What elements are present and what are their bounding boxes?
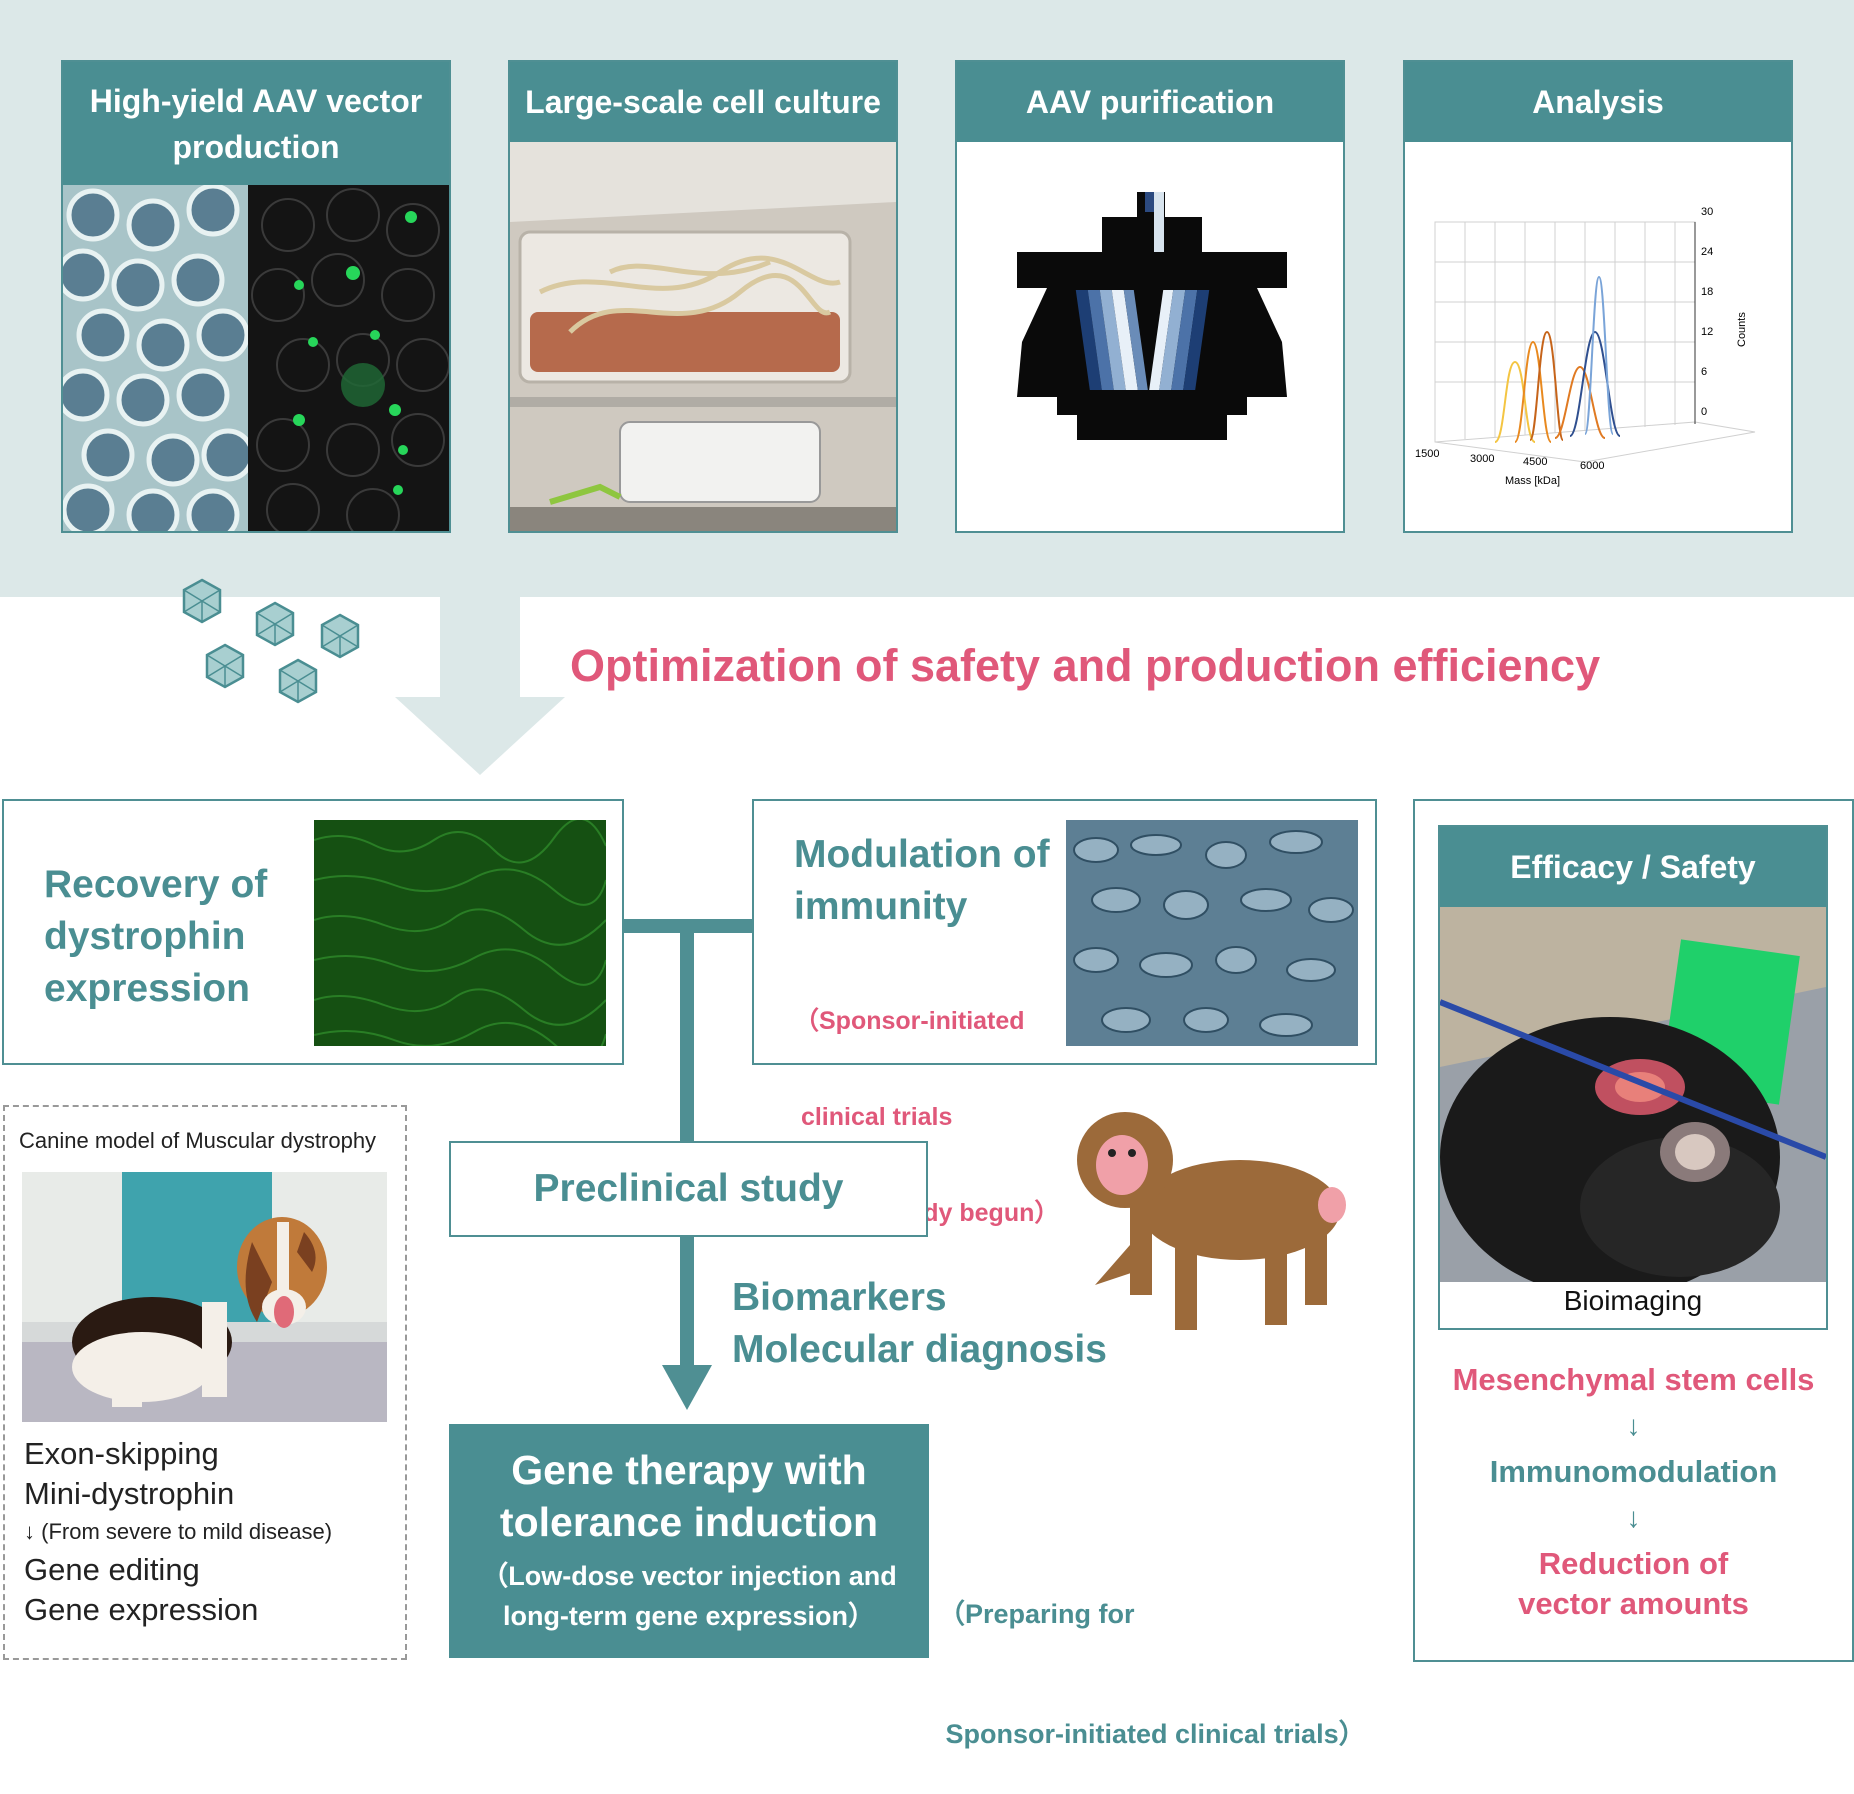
gene-therapy-subtitle: （Low-dose vector injection and long-term… — [449, 1556, 929, 1636]
text-line: tolerance induction — [499, 1499, 879, 1545]
canine-model-box — [3, 1105, 407, 1660]
arrow-head — [662, 1365, 712, 1410]
card-title: High-yield AAV vector production — [63, 62, 449, 185]
efficacy-card: Efficacy / Safety Bioimaging — [1438, 825, 1828, 1330]
y-tick: 0 — [1701, 406, 1707, 418]
flow-step: Mesenchymal stem cells — [1452, 1362, 1815, 1397]
text-line: clinical trials — [794, 1103, 953, 1131]
bioimaging-caption: Bioimaging — [1563, 1285, 1703, 1316]
cell-microscopy-image — [63, 185, 449, 531]
text-line: long-term gene expression） — [502, 1601, 876, 1631]
flow-step: vector amounts — [1518, 1586, 1749, 1621]
text-line: （Sponsor-initiated — [794, 1007, 1025, 1035]
text-line: Molecular diagnosis — [732, 1328, 1107, 1371]
flow-step: Immunomodulation — [1489, 1454, 1778, 1489]
x-tick: 6000 — [1580, 460, 1604, 472]
dystrophin-box: Recovery of dystrophin expression — [2, 799, 624, 1065]
card-title: AAV purification — [957, 62, 1343, 142]
text-line: dystrophin — [44, 915, 246, 958]
text-line: Gene therapy with — [511, 1447, 867, 1493]
mesenchymal-cell-image — [1066, 820, 1358, 1046]
text-line: Biomarkers — [732, 1276, 947, 1319]
y-tick: 18 — [1701, 286, 1713, 298]
card-title: Large-scale cell culture — [510, 62, 896, 142]
optimization-heading: Optimization of safety and production ef… — [570, 640, 1601, 691]
y-tick: 24 — [1701, 246, 1713, 258]
card-aav-purification: AAV purification — [955, 60, 1345, 533]
card-aav-production: High-yield AAV vector production — [61, 60, 451, 533]
down-arrow — [395, 597, 565, 777]
text-line: Sponsor-initiated clinical trials） — [938, 1719, 1366, 1749]
therapy-line: Mini-dystrophin — [24, 1476, 235, 1511]
flow-arrow: ↓ — [1626, 1410, 1641, 1441]
preparing-note: （Preparing for Sponsor-initiated clinica… — [938, 1514, 1366, 1794]
aav-capsid-icons — [170, 575, 370, 715]
card-analysis: Analysis 30 24 — [1403, 60, 1793, 533]
y-tick: 6 — [1701, 366, 1707, 378]
canine-caption: Canine model of Muscular dystrophy — [19, 1128, 377, 1153]
x-axis-label: Mass [kDa] — [1505, 475, 1560, 487]
text-line: expression — [44, 967, 250, 1010]
canine-therapies: Exon-skipping Mini-dystrophin ↓ (From se… — [24, 1434, 332, 1630]
dystrophin-text: Recovery of dystrophin expression — [44, 859, 267, 1015]
y-tick: 30 — [1701, 206, 1713, 218]
therapy-line: Exon-skipping — [24, 1436, 219, 1471]
dystrophin-fluorescence-image — [314, 820, 606, 1046]
bioreactor-photo — [510, 142, 896, 531]
therapy-line: Gene expression — [24, 1592, 259, 1627]
arrow-shaft — [680, 1237, 694, 1367]
x-tick: 4500 — [1523, 456, 1547, 468]
text-line: （Low-dose vector injection and — [481, 1561, 897, 1591]
efficacy-title: Efficacy / Safety — [1440, 827, 1826, 907]
biomarkers-text: Biomarkers Molecular diagnosis — [732, 1272, 1107, 1376]
mouse-surgery-photo — [1440, 907, 1826, 1282]
immunity-title: Modulation of immunity — [794, 829, 1050, 933]
preclinical-box: Preclinical study — [449, 1141, 928, 1237]
y-tick: 12 — [1701, 326, 1713, 338]
card-title: Analysis — [1405, 62, 1791, 142]
centrifuge-icon — [1017, 192, 1287, 452]
gene-therapy-title: Gene therapy with tolerance induction — [449, 1444, 929, 1548]
x-tick: 1500 — [1415, 448, 1439, 460]
text-line: Modulation of — [794, 833, 1050, 876]
card-cell-culture: Large-scale cell culture — [508, 60, 898, 533]
beagle-photo — [22, 1172, 387, 1422]
efficacy-flow: Mesenchymal stem cells ↓ Immunomodulatio… — [1413, 1360, 1854, 1624]
immunity-box: Modulation of immunity （Sponsor-initiate… — [752, 799, 1377, 1227]
flow-arrow: ↓ — [1626, 1502, 1641, 1533]
flow-step: Reduction of — [1538, 1546, 1729, 1581]
y-axis-label: Counts — [1736, 312, 1748, 347]
macaque-illustration — [1070, 1105, 1350, 1330]
severity-note: ↓ (From severe to mild disease) — [24, 1519, 333, 1544]
text-line: Recovery of — [44, 863, 268, 906]
text-line: （Preparing for — [938, 1599, 1135, 1629]
text-line: immunity — [794, 885, 968, 928]
immunity-note: （Sponsor-initiated clinical trials have … — [794, 941, 1059, 1293]
mass-spectrum-chart: 30 24 18 12 6 0 Counts 1500 3000 4500 60… — [1405, 142, 1791, 531]
connector-v — [680, 919, 694, 1141]
gene-therapy-box: Gene therapy with tolerance induction （L… — [449, 1424, 929, 1658]
therapy-line: Gene editing — [24, 1552, 200, 1587]
preclinical-label: Preclinical study — [533, 1167, 844, 1210]
x-tick: 3000 — [1470, 453, 1494, 465]
